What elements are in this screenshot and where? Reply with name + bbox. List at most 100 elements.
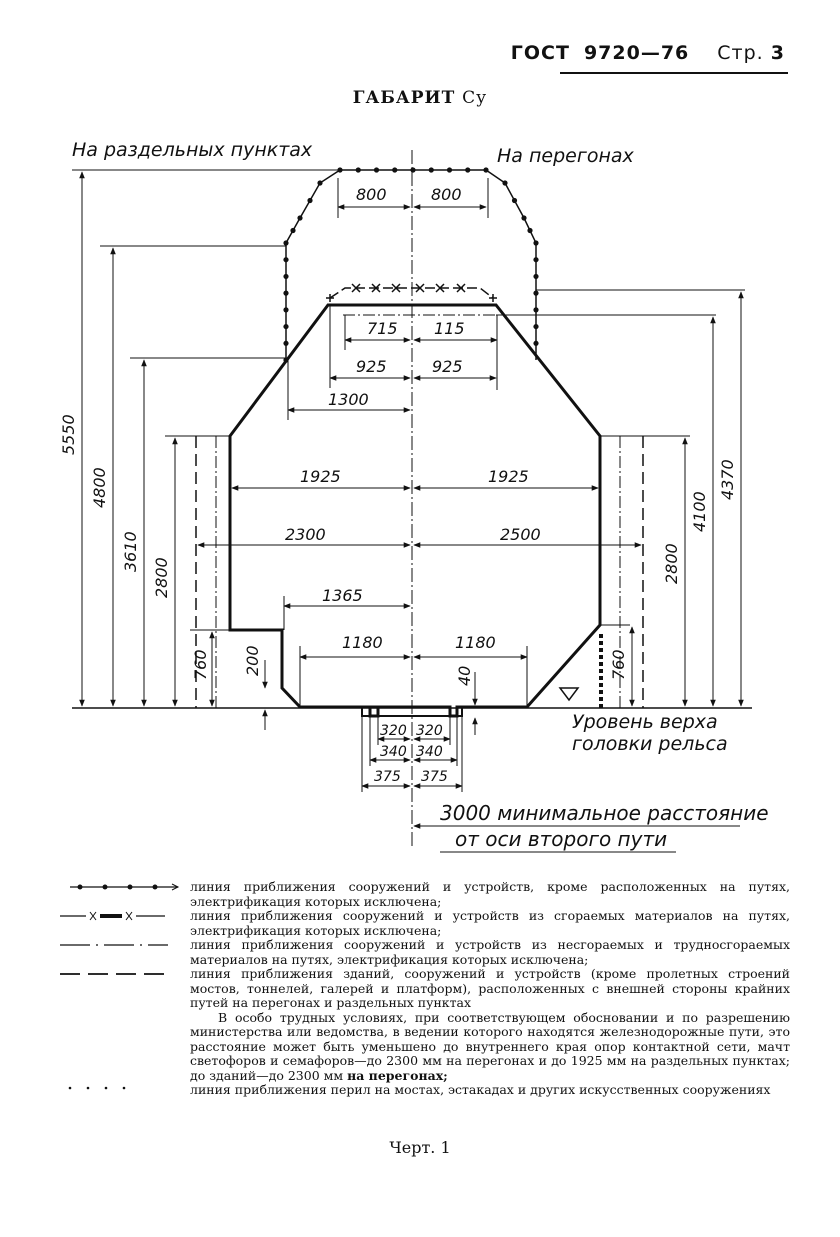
bead-mark — [307, 197, 313, 204]
bead-mark — [283, 240, 289, 246]
clearance-outline — [228, 303, 602, 718]
bead-mark — [297, 215, 303, 221]
legend-note: В особо трудных условиях, при соответств… — [60, 1009, 790, 1084]
railing-dot — [599, 648, 603, 652]
dim-115: 115 — [434, 319, 465, 338]
legend-item-1: линия приближения сооружений и устройств… — [60, 879, 790, 909]
dim-1925-left: 1925 — [300, 467, 341, 486]
bead-mark — [533, 257, 539, 263]
dim-4370: 4370 — [718, 459, 737, 500]
railing-dot — [599, 704, 603, 708]
bead-mark — [392, 167, 398, 173]
bead-mark — [317, 180, 323, 186]
page-number: 3 — [770, 42, 785, 64]
legend-text-4: линия приближения зданий, сооружений и у… — [190, 966, 790, 1010]
legend-note-text: В особо трудных условиях, при соответств… — [190, 1009, 790, 1083]
rail-level-triangle — [558, 687, 580, 702]
dim-2800-right: 2800 — [662, 543, 681, 584]
legend-symbol-long-dash-line — [60, 967, 190, 981]
legend-item-5: линия приближения перил на мостах, эстак… — [60, 1082, 790, 1098]
bead-mark — [521, 215, 527, 221]
dim-760-left: 760 — [191, 649, 210, 680]
dim-320-left: 320 — [380, 723, 407, 739]
bead-mark — [511, 197, 518, 204]
dim-1925-right: 1925 — [488, 467, 529, 486]
plus-mark — [489, 294, 497, 302]
dim-375-left: 375 — [374, 769, 401, 785]
dim-340-right: 340 — [416, 744, 443, 760]
railing-dot — [599, 683, 603, 687]
bead-mark — [290, 227, 296, 234]
bead-mark — [533, 273, 539, 280]
legend-symbol-bead-line — [60, 880, 190, 894]
dim-1365: 1365 — [322, 586, 363, 605]
cross-mark — [391, 283, 401, 293]
railing-dot — [599, 641, 603, 645]
bead-mark — [465, 167, 471, 173]
bead-mark — [533, 307, 539, 313]
legend-text-3: линия приближения сооружений и устройств… — [190, 937, 790, 967]
bead-mark — [410, 167, 416, 173]
bead-mark — [533, 240, 539, 246]
document-title: ГАБАРИТ Су — [0, 88, 840, 108]
dim-375-right: 375 — [421, 769, 448, 785]
cross-mark — [456, 283, 466, 293]
cross-mark — [415, 283, 425, 293]
vertical-dimensions — [79, 171, 744, 735]
label-stations: На раздельных пунктах — [72, 139, 313, 161]
dim-4800: 4800 — [90, 467, 109, 508]
legend-item-3: линия приближения сооружений и устройств… — [60, 937, 790, 967]
page-indicator: Стр. 3 — [703, 42, 785, 64]
bead-mark — [355, 167, 361, 173]
bead-mark — [283, 357, 289, 363]
railing-dot — [599, 669, 603, 673]
rail-zone — [361, 707, 463, 717]
bead-mark — [527, 227, 533, 234]
railing-dot — [599, 634, 603, 638]
approach-line-2-crosses — [326, 283, 497, 302]
bead-mark — [283, 340, 289, 346]
distance-label-line1: 3000 минимальное расстояние — [440, 801, 769, 825]
dim-925-right: 925 — [432, 357, 463, 376]
label-hauls: На перегонах — [497, 145, 635, 167]
dimension-labels: 800 800 715 115 925 925 1300 1925 1925 2… — [285, 185, 541, 785]
figure-caption: Черт. 1 — [389, 1138, 451, 1157]
dim-2800-left: 2800 — [152, 557, 171, 598]
cross-mark — [435, 283, 445, 293]
bead-mark — [533, 323, 539, 330]
dim-40: 40 — [455, 666, 474, 686]
bead-mark — [283, 257, 289, 263]
dim-2500: 2500 — [500, 525, 541, 544]
bead-mark — [533, 290, 539, 296]
dim-1180-left: 1180 — [342, 633, 383, 652]
plus-mark — [326, 294, 334, 302]
legend-text-2: линия приближения сооружений и устройств… — [190, 908, 790, 938]
dim-760-right: 760 — [609, 649, 628, 680]
standard-number: 9720—76 — [583, 42, 690, 64]
bead-mark — [283, 323, 289, 330]
bead-mark — [502, 180, 508, 186]
dim-1300: 1300 — [328, 390, 369, 409]
dim-200: 200 — [243, 645, 262, 676]
legend-item-4: линия приближения зданий, сооружений и у… — [60, 966, 790, 1011]
dim-800-right: 800 — [431, 185, 462, 204]
legend-text-1: линия приближения сооружений и устройств… — [190, 879, 790, 909]
dim-5550: 5550 — [59, 414, 78, 455]
page-label: Стр. — [717, 42, 764, 64]
legend-symbol-dash-dot-line — [60, 938, 190, 952]
bead-mark — [428, 167, 434, 173]
legend: линия приближения сооружений и устройств… — [60, 879, 790, 1098]
railing-dot — [599, 697, 603, 701]
vertical-dimension-labels: 5550 4800 3610 2800 760 200 40 760 2800 … — [59, 414, 737, 686]
approach-line-2 — [329, 287, 494, 299]
dim-715: 715 — [367, 319, 398, 338]
approach-line-1 — [285, 169, 537, 360]
dim-340-left: 340 — [380, 744, 407, 760]
legend-symbol-dotted-line — [60, 1083, 190, 1097]
railing-dot — [599, 662, 603, 666]
railing-dots — [599, 634, 603, 708]
clearance-diagram: На раздельных пунктах На перегонах — [59, 139, 769, 853]
legend-note-bold: на перегонах; — [347, 1067, 448, 1083]
cross-mark — [351, 283, 361, 293]
